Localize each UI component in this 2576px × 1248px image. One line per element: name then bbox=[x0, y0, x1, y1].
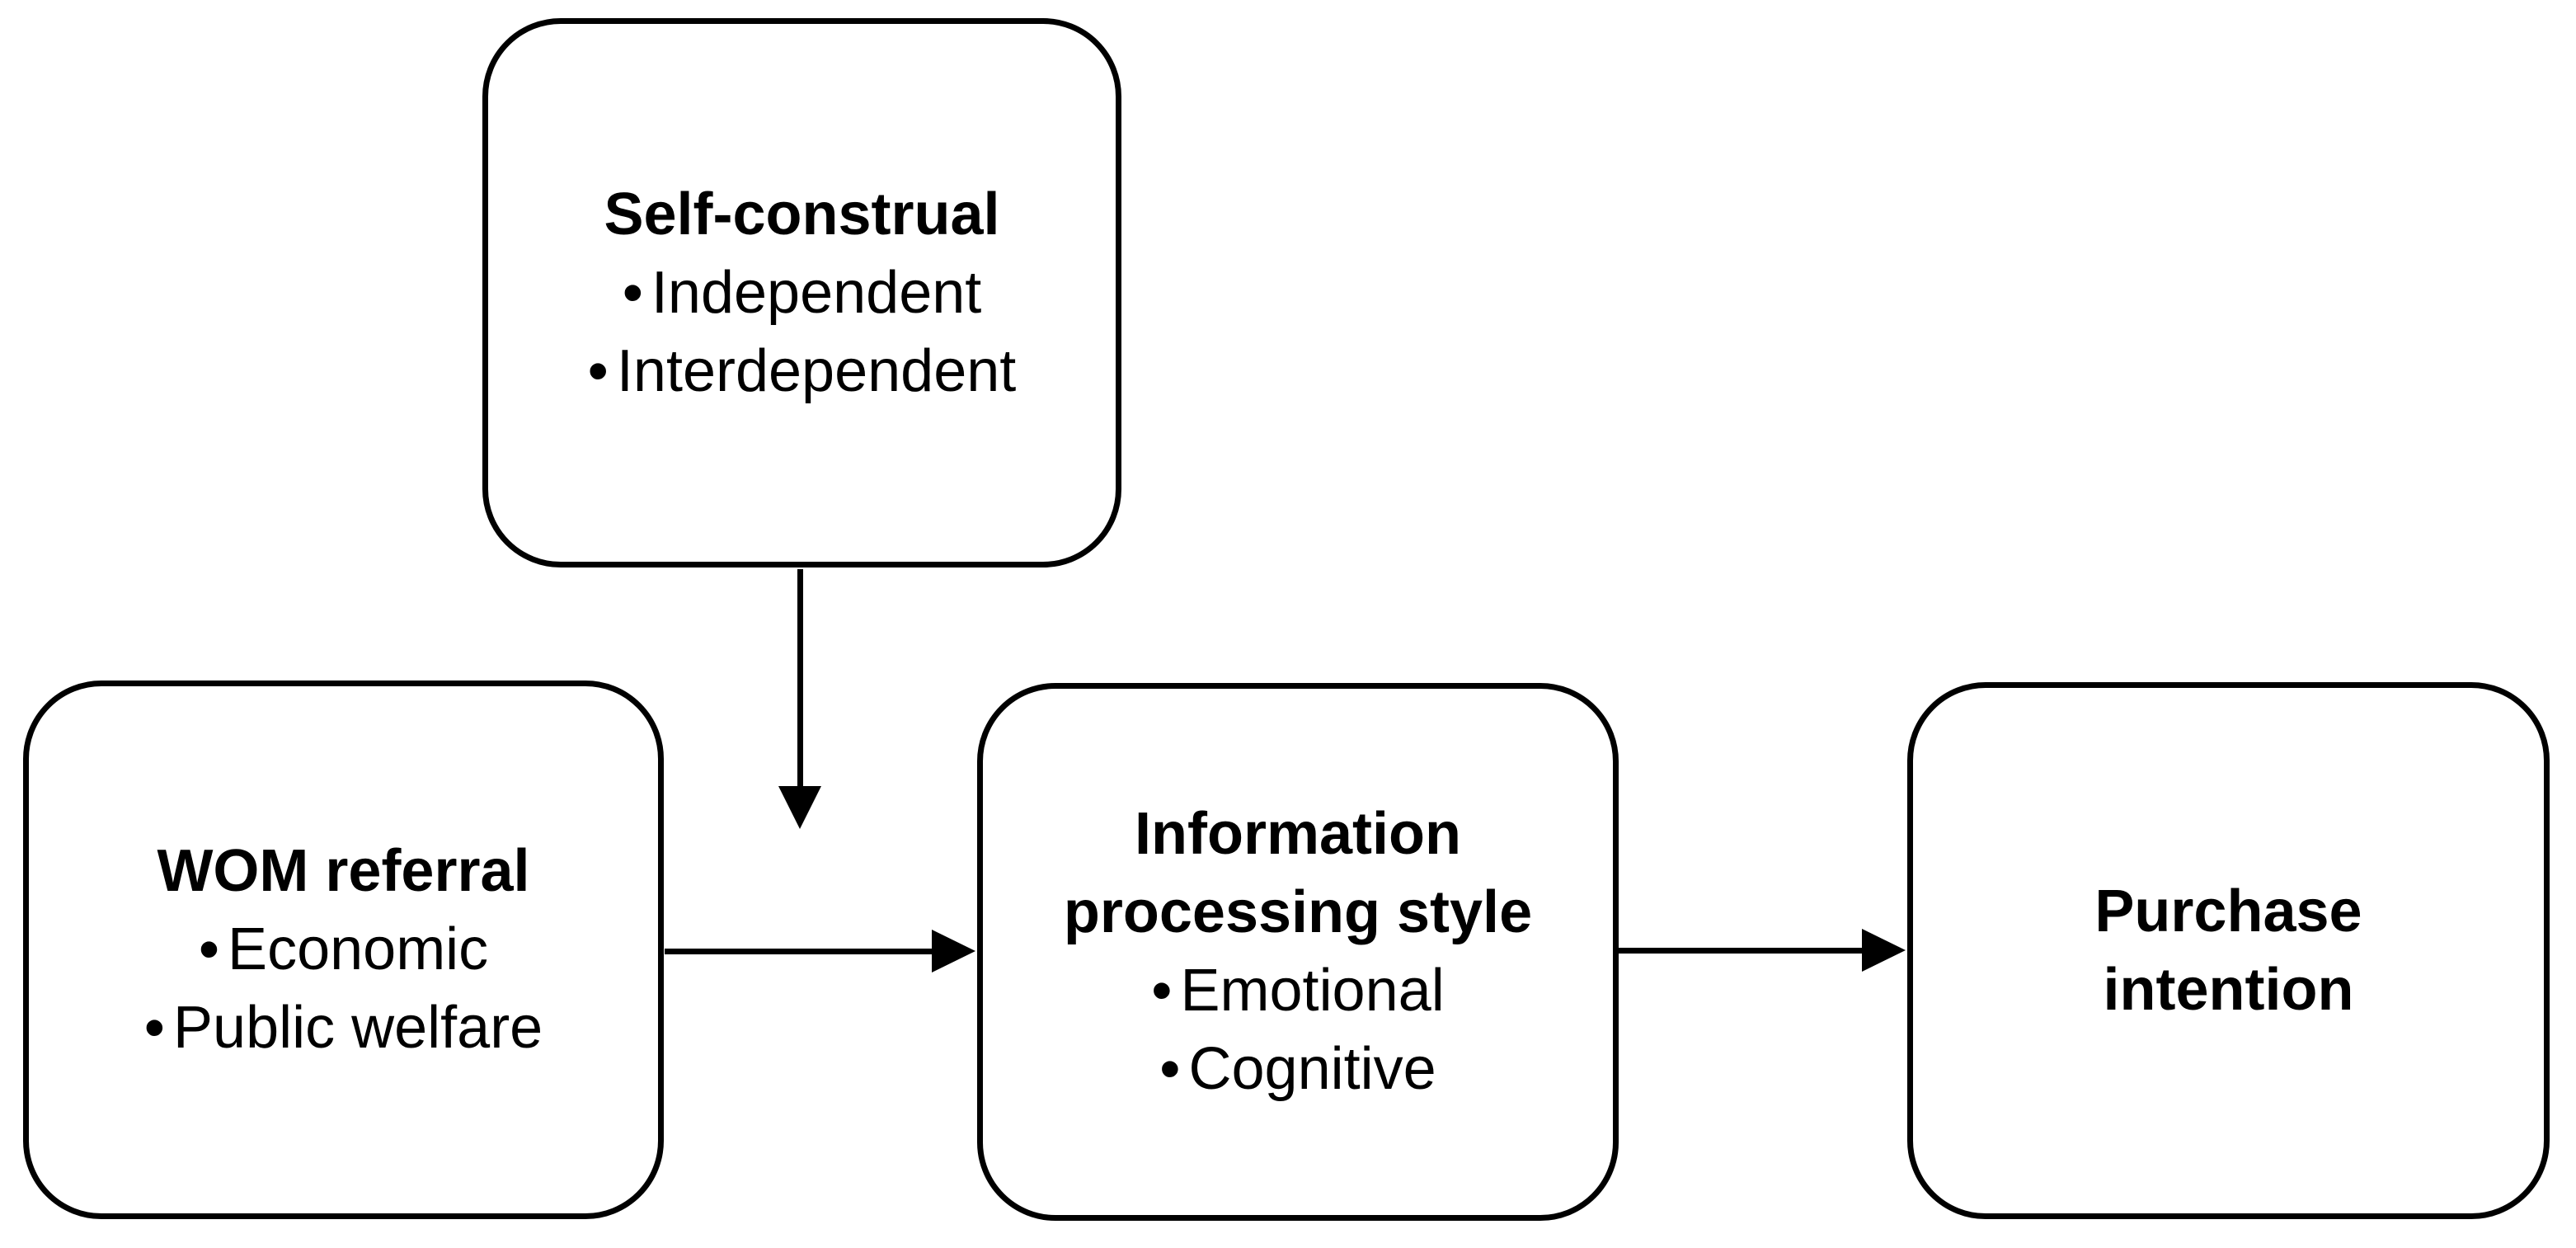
bullet-label: Interdependent bbox=[616, 337, 1017, 404]
node-title: Information bbox=[1135, 801, 1461, 867]
bullet-item: • Independent bbox=[623, 254, 982, 332]
wom-to-info-arrow-line bbox=[665, 949, 937, 954]
node-title: processing style bbox=[1063, 879, 1533, 945]
node-self-construal: Self-construal • Independent • Interdepe… bbox=[482, 18, 1121, 567]
node-information-processing-style: Information processing style • Emotional… bbox=[977, 683, 1619, 1221]
node-title: WOM referral bbox=[157, 838, 530, 904]
bullet-label: Emotional bbox=[1180, 958, 1445, 1024]
bullet-marker: • bbox=[143, 995, 165, 1061]
bullet-item: • Public welfare bbox=[144, 989, 543, 1067]
bullet-marker: • bbox=[587, 337, 609, 404]
bullet-label: Economic bbox=[228, 916, 489, 982]
bullet-item: • Interdependent bbox=[588, 332, 1017, 411]
wom-to-info-arrowhead-icon bbox=[932, 930, 975, 972]
node-wom-referral: WOM referral • Economic • Public welfare bbox=[23, 681, 664, 1219]
info-to-purchase-arrow-line bbox=[1619, 948, 1866, 954]
bullet-label: Cognitive bbox=[1188, 1036, 1436, 1102]
node-purchase-intention: Purchase intention bbox=[1907, 682, 2550, 1219]
bullet-marker: • bbox=[622, 259, 643, 326]
bullet-marker: • bbox=[198, 916, 220, 982]
node-title: Purchase bbox=[2094, 878, 2362, 944]
node-title: intention bbox=[2103, 956, 2354, 1023]
moderator-arrowhead-icon bbox=[778, 786, 821, 829]
bullet-marker: • bbox=[1151, 958, 1173, 1024]
info-to-purchase-arrowhead-icon bbox=[1862, 929, 1906, 972]
moderator-arrow-line bbox=[797, 569, 803, 788]
node-title: Self-construal bbox=[604, 181, 1000, 247]
bullet-item: • Cognitive bbox=[1159, 1030, 1436, 1109]
bullet-label: Independent bbox=[651, 259, 982, 326]
bullet-label: Public welfare bbox=[173, 995, 543, 1061]
bullet-marker: • bbox=[1159, 1036, 1181, 1102]
bullet-item: • Economic bbox=[199, 911, 488, 989]
bullet-item: • Emotional bbox=[1151, 952, 1444, 1030]
